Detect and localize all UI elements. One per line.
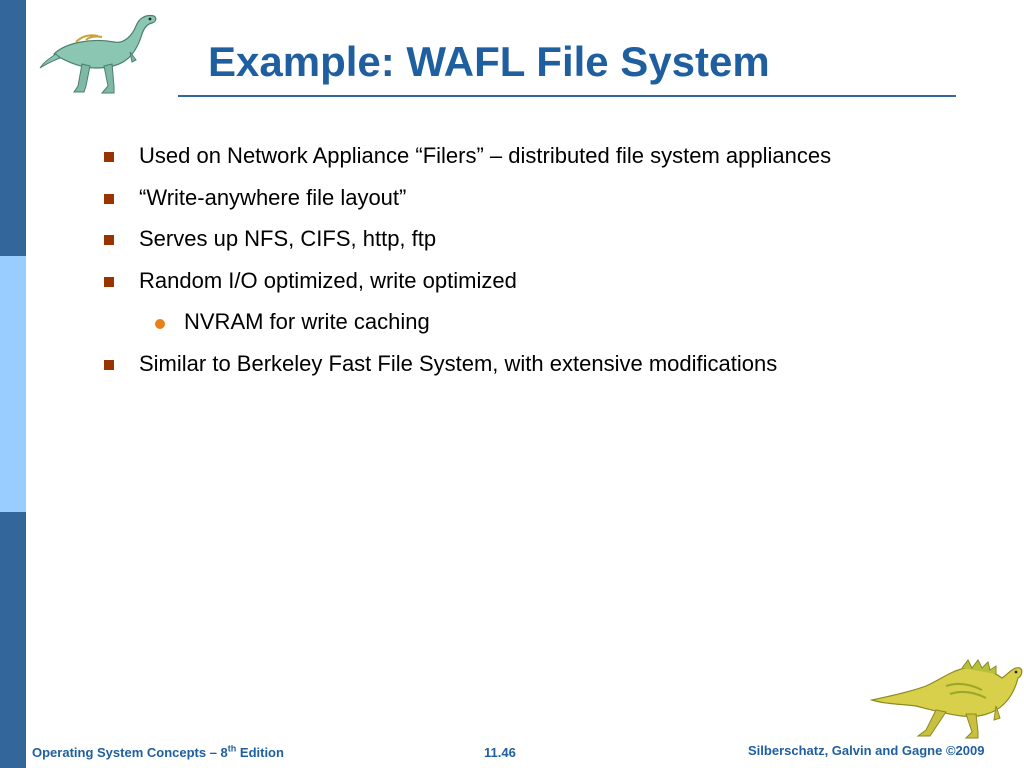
title-divider	[178, 95, 956, 97]
bullet-item: “Write-anywhere file layout”	[100, 185, 1000, 211]
footer-book-main: Operating System Concepts – 8	[32, 745, 228, 760]
footer-book-tail: Edition	[236, 745, 284, 760]
bullet-text: NVRAM for write caching	[184, 309, 430, 334]
bullet-text: Random I/O optimized, write optimized	[139, 267, 517, 293]
footer-authors: Silberschatz, Galvin and Gagne ©2009	[748, 743, 985, 758]
slide-title: Example: WAFL File System	[208, 38, 770, 85]
bullet-item: Random I/O optimized, write optimized	[100, 268, 1000, 294]
bullet-list: Used on Network Appliance “Filers” – dis…	[100, 143, 1000, 392]
footer-book-title: Operating System Concepts – 8th Edition	[32, 743, 284, 760]
bullet-item: Similar to Berkeley Fast File System, wi…	[100, 351, 1000, 377]
dinosaur-icon	[869, 659, 1023, 739]
bullet-item: Serves up NFS, CIFS, http, ftp	[100, 226, 1000, 252]
square-bullet-icon	[104, 152, 114, 162]
square-bullet-icon	[104, 276, 114, 287]
sidebar-band-top	[0, 0, 26, 256]
bullet-text: “Write-anywhere file layout”	[139, 184, 407, 210]
dinosaur-icon	[39, 14, 157, 94]
page-number: 11.46	[484, 745, 516, 760]
square-bullet-icon	[104, 235, 114, 245]
square-bullet-icon	[104, 193, 114, 204]
circle-bullet-icon	[155, 319, 165, 329]
bullet-text: Serves up NFS, CIFS, http, ftp	[139, 226, 437, 251]
bullet-text: Similar to Berkeley Fast File System, wi…	[139, 350, 778, 376]
square-bullet-icon	[104, 359, 114, 370]
bullet-item: Used on Network Appliance “Filers” – dis…	[100, 143, 1000, 169]
sidebar-band-middle	[0, 256, 26, 512]
footer-book-sup: th	[227, 743, 237, 754]
sidebar-band-bottom	[0, 512, 26, 768]
bullet-text: Used on Network Appliance “Filers” – dis…	[139, 143, 832, 168]
sub-bullet-item: NVRAM for write caching	[100, 309, 1000, 335]
